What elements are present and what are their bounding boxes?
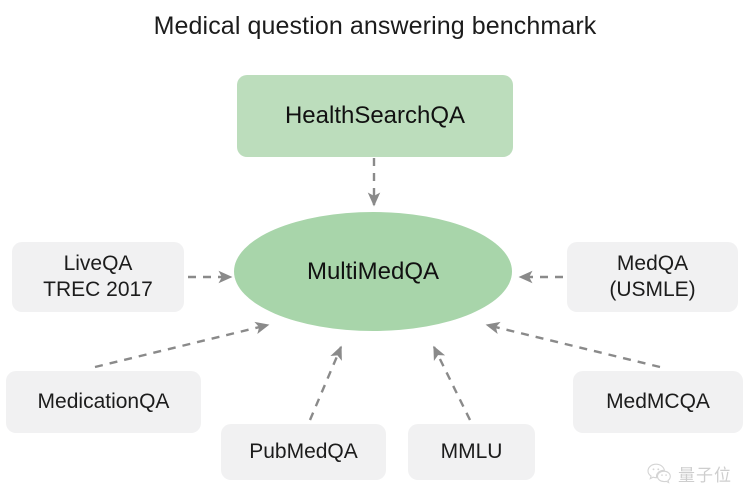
node-medmcqa[interactable]: MedMCQA xyxy=(573,371,743,433)
node-medqa-line2: (USMLE) xyxy=(609,278,696,301)
node-pubmedqa-label: PubMedQA xyxy=(249,440,358,464)
edge-medicationqa-to-multimedqa xyxy=(94,321,270,369)
watermark: 量子位 xyxy=(647,461,732,486)
node-mmlu[interactable]: MMLU xyxy=(408,424,535,480)
node-multimedqa[interactable]: MultiMedQA xyxy=(234,212,512,331)
node-pubmedqa[interactable]: PubMedQA xyxy=(221,424,386,480)
edge-pubmedqa-to-multimedqa xyxy=(308,345,343,421)
watermark-text: 量子位 xyxy=(678,466,732,486)
node-medqa-line1: MedQA xyxy=(616,252,689,276)
node-medicationqa[interactable]: MedicationQA xyxy=(6,371,201,433)
node-healthsearchqa-label: HealthSearchQA xyxy=(284,102,466,130)
edge-mmlu-to-multimedqa xyxy=(432,345,472,421)
node-medmcqa-label: MedMCQA xyxy=(606,390,710,414)
node-liveqa-line1: LiveQA xyxy=(63,252,133,276)
page-title: Medical question answering benchmark xyxy=(153,12,597,40)
node-liveqa-line2: TREC 2017 xyxy=(43,278,153,301)
node-medqa[interactable]: MedQA (USMLE) xyxy=(567,242,738,312)
node-mmlu-label: MMLU xyxy=(440,440,503,464)
node-multimedqa-label: MultiMedQA xyxy=(306,257,440,285)
node-healthsearchqa[interactable]: HealthSearchQA xyxy=(237,75,513,157)
node-medicationqa-label: MedicationQA xyxy=(37,390,170,414)
edge-medmcqa-to-multimedqa xyxy=(485,321,661,369)
node-liveqa[interactable]: LiveQA TREC 2017 xyxy=(12,242,184,312)
wechat-icon xyxy=(647,463,671,484)
